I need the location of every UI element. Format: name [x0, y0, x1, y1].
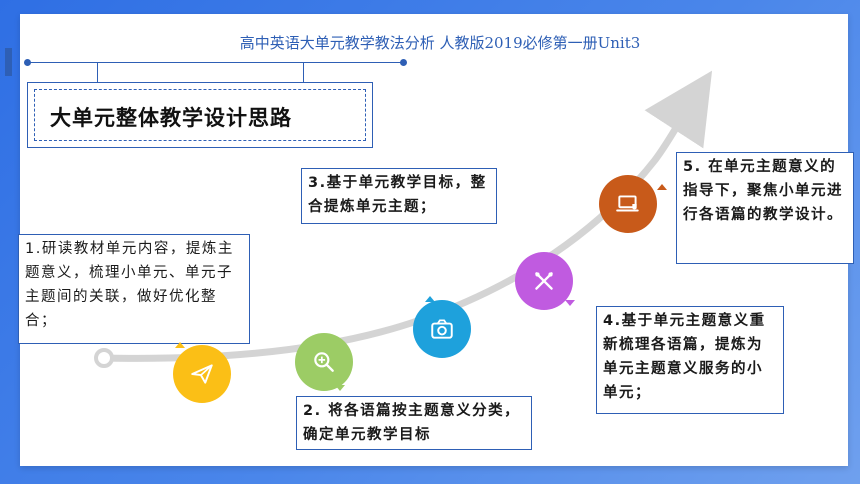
camera-icon: [431, 319, 453, 339]
node-5: [599, 175, 657, 233]
node-1-accent: [175, 342, 185, 348]
step-2-box: 2. 将各语篇按主题意义分类，确定单元教学目标: [296, 396, 532, 450]
curve-start-dot: [94, 348, 114, 368]
header-dot-right: [400, 59, 407, 66]
paper-plane-icon: [191, 364, 213, 384]
node-4: [515, 252, 573, 310]
step-2-text: 2. 将各语篇按主题意义分类，确定单元教学目标: [303, 403, 521, 443]
step-5-text: 5. 在单元主题意义的指导下，聚焦小单元进行各语篇的教学设计。: [683, 159, 843, 223]
node-1: [173, 345, 231, 403]
connector-right: [303, 63, 304, 83]
section-title: 大单元整体教学设计思路: [50, 106, 292, 130]
node-3: [413, 300, 471, 358]
header-title: 高中英语大单元教学教法分析 人教版2019必修第一册Unit3: [239, 34, 641, 52]
node-4-accent: [565, 300, 575, 306]
node-3-accent: [425, 296, 435, 302]
search-icon: [314, 352, 334, 372]
step-4-box: 4.基于单元主题意义重新梳理各语篇，提炼为单元主题意义服务的小单元；: [596, 306, 784, 414]
step-1-text: 1.研读教材单元内容，提炼主题意义，梳理小单元、单元子主题间的关联，做好优化整合…: [25, 241, 234, 329]
side-tab-marker: [5, 48, 12, 76]
header-rule: [28, 62, 404, 63]
step-3-text: 3.基于单元教学目标，整合提炼单元主题；: [308, 175, 487, 215]
step-5-box: 5. 在单元主题意义的指导下，聚焦小单元进行各语篇的教学设计。: [676, 152, 854, 264]
step-1-box: 1.研读教材单元内容，提炼主题意义，梳理小单元、单元子主题间的关联，做好优化整合…: [18, 234, 250, 344]
step-3-box: 3.基于单元教学目标，整合提炼单元主题；: [301, 168, 497, 224]
connector-left: [97, 63, 98, 83]
section-title-frame: [27, 82, 373, 148]
section-title-inner-frame: [34, 89, 366, 141]
node-2-accent: [335, 385, 345, 391]
tools-icon: [535, 272, 553, 290]
node-2: [295, 333, 353, 391]
step-4-text: 4.基于单元主题意义重新梳理各语篇，提炼为单元主题意义服务的小单元；: [603, 313, 766, 401]
header-dot-left: [24, 59, 31, 66]
node-5-accent: [657, 184, 667, 190]
laptop-icon: [616, 195, 639, 212]
